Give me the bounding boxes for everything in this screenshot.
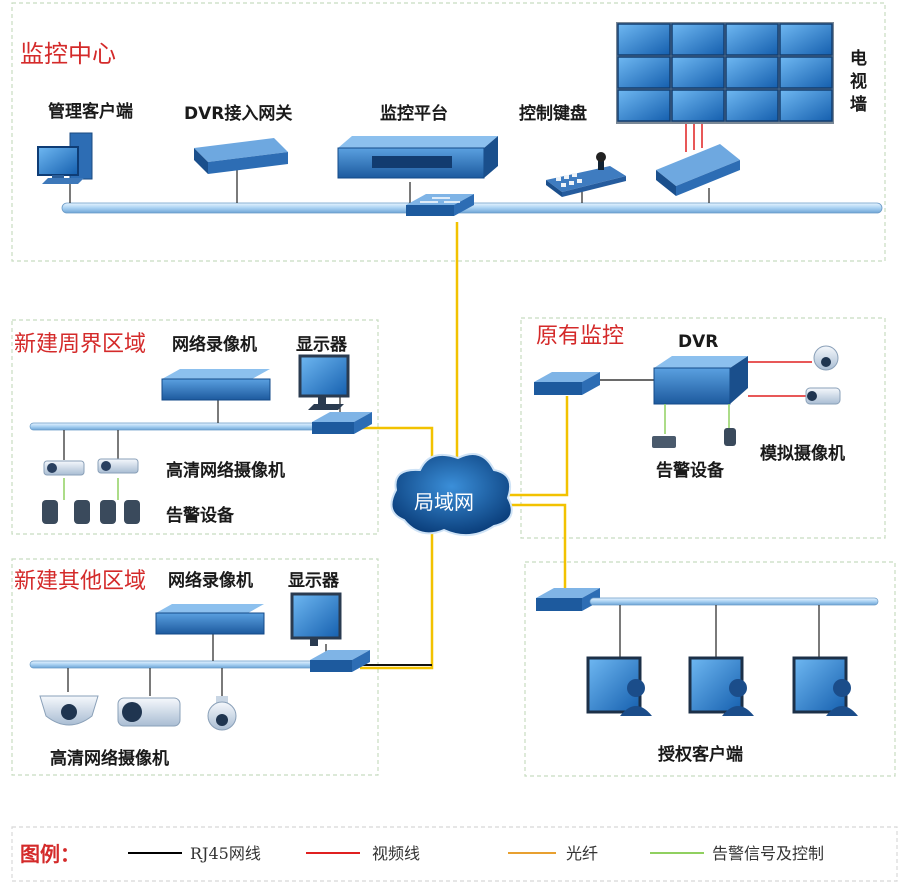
label-other-nvr: 网络录像机: [168, 570, 253, 591]
legend-title: 图例：: [20, 842, 80, 866]
zone-title-perimeter: 新建周界区域: [14, 332, 146, 357]
label-auth-client: 授权客户端: [658, 744, 743, 765]
label-tv-wall-3: 墙: [850, 94, 867, 115]
label-other-hd-cam: 高清网络摄像机: [50, 748, 169, 769]
dvr-gateway-device: [194, 138, 288, 174]
zone-box-legacy: [520, 317, 886, 539]
fiber-links: [360, 222, 569, 670]
other-bus: [29, 660, 317, 669]
label-platform: 监控平台: [380, 103, 448, 124]
auth-bus: [589, 597, 879, 606]
zone-title-center: 监控中心: [20, 40, 116, 68]
label-tv-wall-2: 视: [850, 71, 867, 92]
admin-client-pc: [37, 132, 93, 184]
tv-wall-video-lines: [685, 124, 703, 152]
zone-box-center: [11, 2, 886, 262]
perimeter-alarm-lines: [63, 478, 119, 500]
legacy-analog-cameras: [805, 345, 841, 405]
other-monitor: [290, 592, 342, 646]
legend-label-fiber: 光纤: [566, 844, 598, 863]
legacy-alarm-devices: [652, 428, 736, 448]
decoder-device: [656, 144, 740, 196]
other-switch: [310, 650, 370, 672]
label-keyboard: 控制键盘: [519, 103, 587, 124]
auth-drops: [619, 605, 820, 658]
auth-client-2: [688, 656, 754, 716]
auth-client-1: [586, 656, 652, 716]
perimeter-nvr: [161, 369, 271, 401]
legacy-dvr: [653, 356, 748, 405]
perimeter-alarms: [42, 500, 140, 524]
keyboard-device: [546, 152, 626, 197]
perimeter-switch: [312, 412, 372, 434]
perimeter-cameras: [43, 458, 139, 476]
legend-label-video: 视频线: [372, 844, 420, 863]
label-admin-client: 管理客户端: [48, 101, 133, 122]
label-tv-wall-1: 电: [850, 48, 867, 69]
perimeter-bus: [29, 422, 325, 431]
legacy-switch: [534, 372, 600, 395]
label-perimeter-nvr: 网络录像机: [172, 334, 257, 355]
zone-title-legacy: 原有监控: [536, 324, 624, 349]
label-dvr-gateway: DVR接入网关: [184, 103, 292, 124]
label-legacy-alarm: 告警设备: [656, 460, 725, 481]
auth-client-3: [792, 656, 858, 716]
label-perimeter-hd-cam: 高清网络摄像机: [166, 460, 285, 481]
label-analog-cam: 模拟摄像机: [760, 443, 845, 464]
other-nvr: [155, 604, 265, 635]
platform-device: [337, 136, 498, 179]
label-other-monitor: 显示器: [288, 571, 340, 591]
tv-wall: [616, 22, 834, 124]
label-dvr: DVR: [678, 332, 718, 352]
label-perimeter-monitor: 显示器: [296, 335, 348, 355]
legacy-video-lines: [748, 361, 812, 397]
label-lan: 局域网: [414, 490, 474, 514]
legend-label-alarm: 告警信号及控制: [712, 844, 824, 863]
other-cameras: [39, 695, 237, 731]
zone-box-auth: [524, 561, 896, 777]
center-switch: [406, 194, 474, 216]
zone-box-other: [11, 558, 379, 776]
legend-label-rj45: RJ45网线: [190, 844, 261, 863]
legend-box: [11, 826, 898, 882]
zone-title-other: 新建其他区域: [14, 569, 146, 594]
legacy-alarm-lines: [664, 404, 730, 434]
lan-cloud: [390, 453, 513, 537]
label-perimeter-alarm: 告警设备: [166, 505, 235, 526]
auth-switch: [536, 588, 600, 611]
other-drops: [67, 634, 327, 696]
perimeter-monitor: [298, 354, 350, 410]
